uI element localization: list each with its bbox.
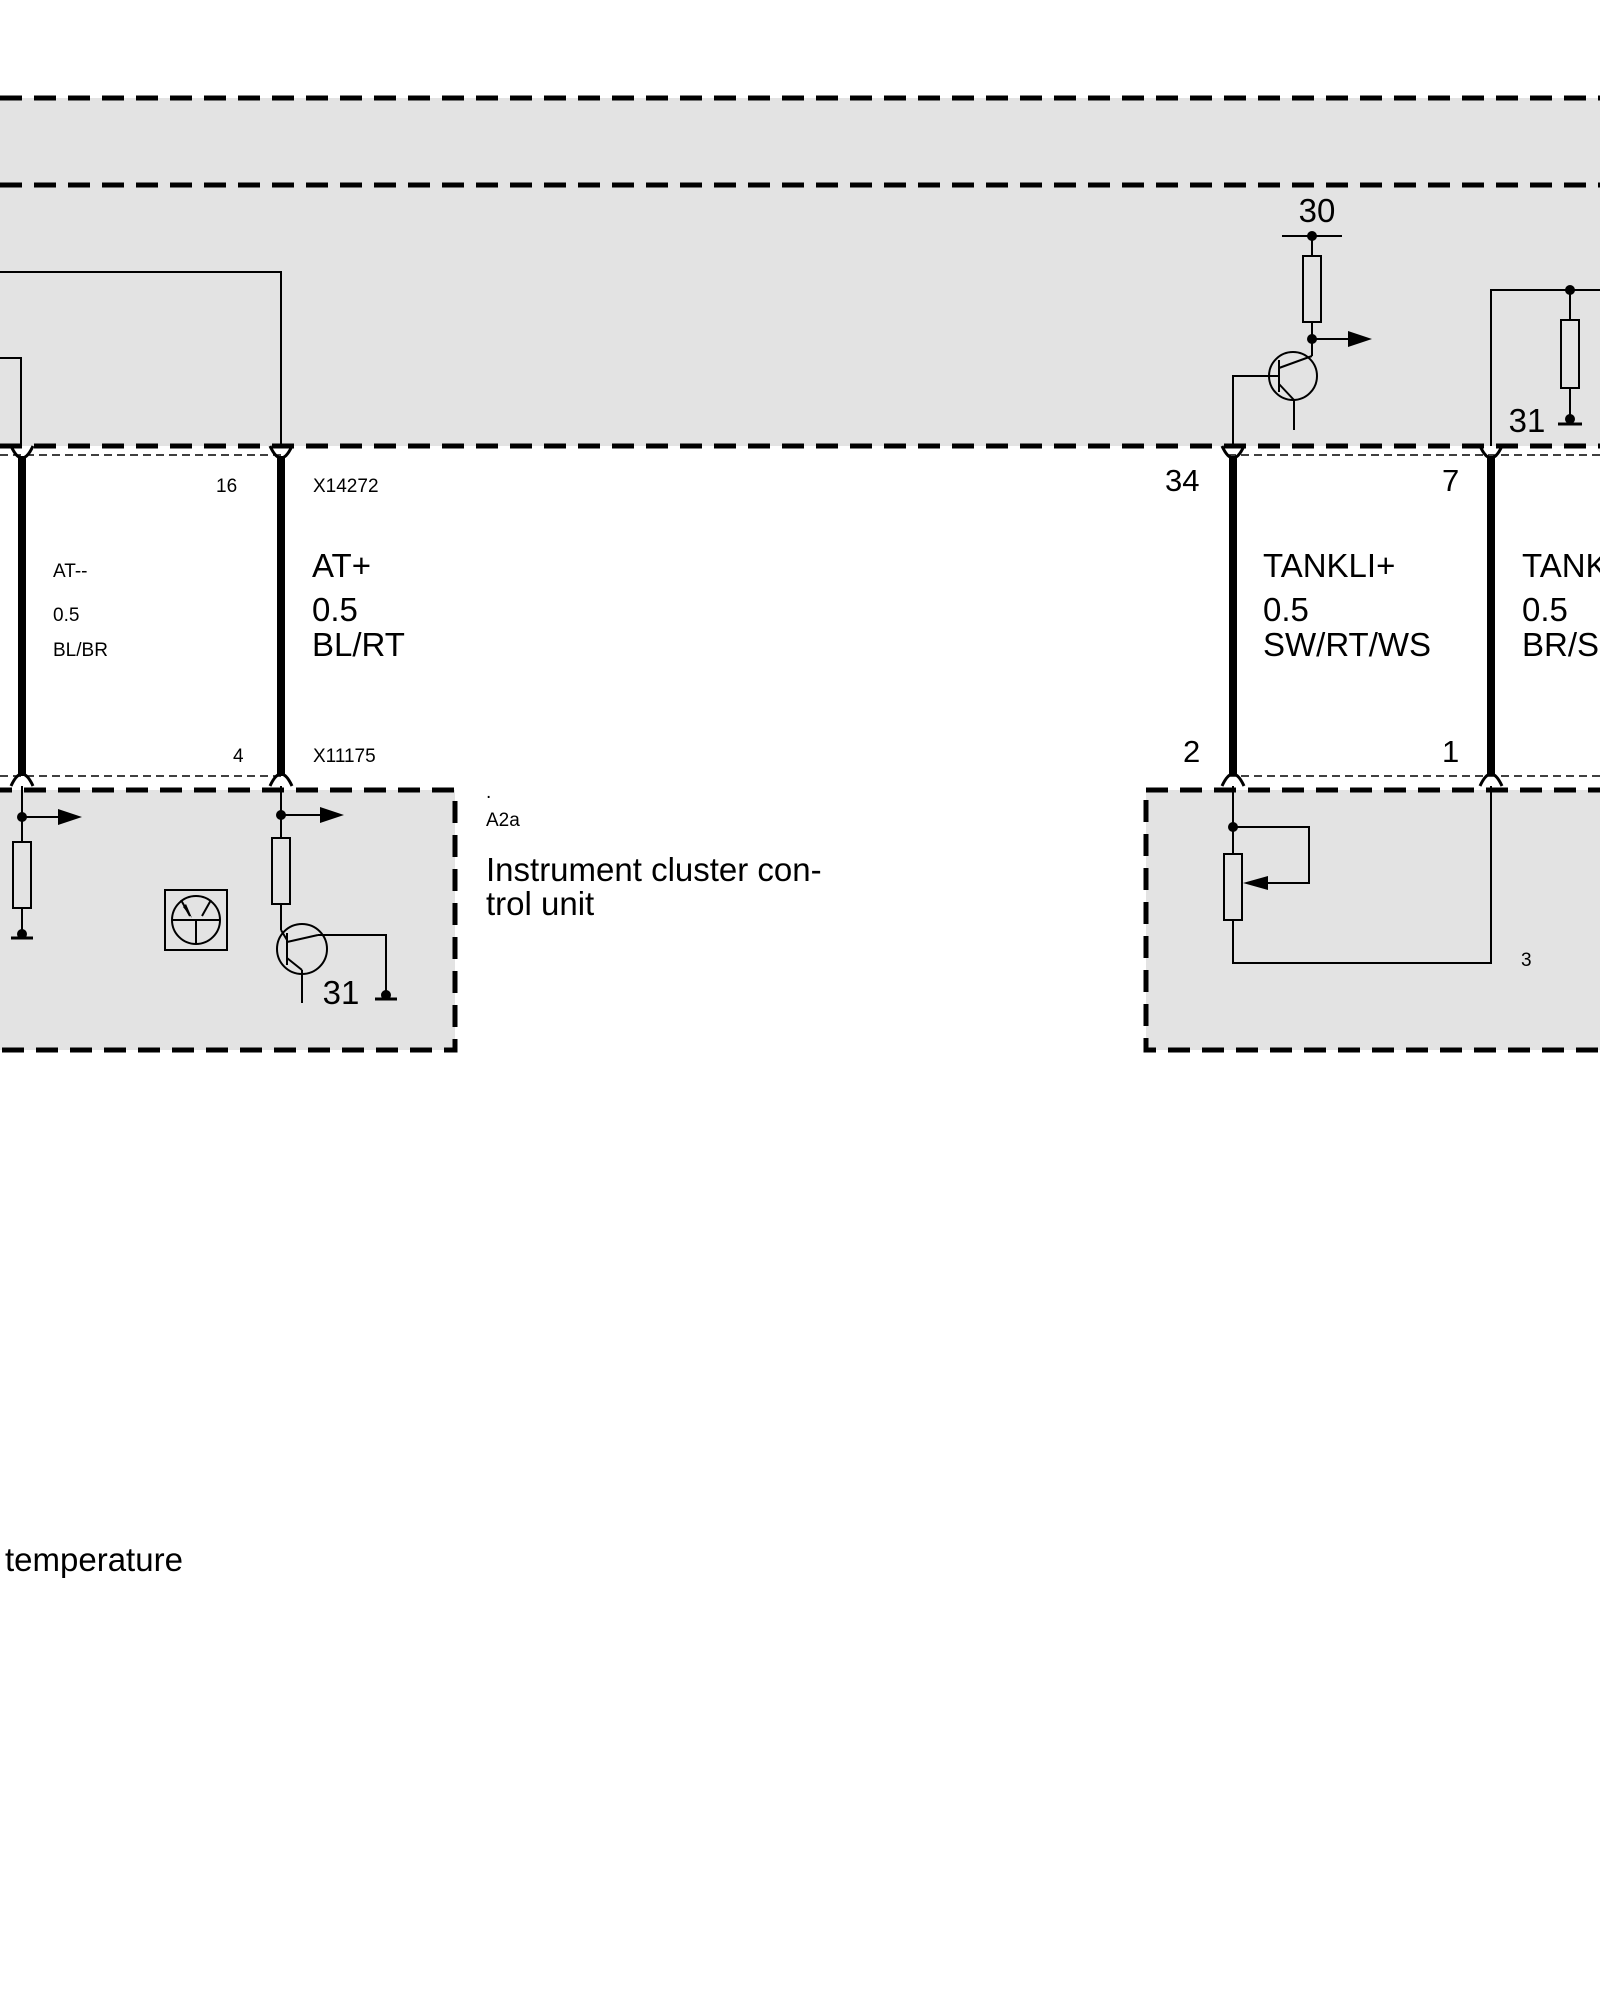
bottom-pin-label: 2 [1183,734,1200,769]
wire-signal-label: AT+ [312,547,371,584]
terminal-30-circuit [1232,235,1348,446]
arrow-icon [320,807,344,823]
ground-icon [1565,414,1575,424]
transistor-icon [276,923,328,1003]
bottom-pin-label: 1 [1442,734,1459,769]
wire-signal-label: TANKLI+ [1263,547,1395,584]
wire-cross-section-label: 0.5 [312,591,358,628]
wire-tankli-plus[interactable] [1220,445,1246,787]
wire-signal-label: AT-- [53,561,87,582]
top-pin-label: 16 [216,476,237,497]
wire-tank-right[interactable] [1478,445,1504,787]
module-dot: . [486,782,491,803]
wire-at-plus[interactable] [268,445,294,787]
ground-label-31: 31 [323,974,360,1011]
wire-cross-section-label: 0.5 [1263,591,1309,628]
top-pin-label: 7 [1442,463,1459,498]
wire-cross-section-label: 0.5 [53,605,79,626]
legend-text: temperature [5,1541,183,1578]
arrow-icon [1243,876,1268,890]
potentiometer-circuit [1223,786,1492,964]
pin-3-label: 3 [1521,950,1532,971]
wire-at-minus[interactable] [9,445,35,787]
arrow-icon [1348,331,1372,347]
wire-color-label: BL/RT [312,626,405,663]
arrow-icon [58,809,82,825]
module-name-line2: trol unit [486,885,594,922]
ground-icon [381,990,391,1000]
wire-color-label: SW/RT/WS [1263,626,1431,663]
module-id: A2a [486,810,520,831]
wire-signal-label: TANK [1522,547,1600,584]
instrument-cluster-module[interactable] [0,787,458,1053]
ground-icon [17,929,27,939]
wire-cross-section-label: 0.5 [1522,591,1568,628]
bottom-pin-label: 4 [233,746,244,767]
upper-internal-wiring-left [0,271,282,446]
connector-outlines [0,454,1600,777]
top-pin-label: 34 [1165,463,1199,498]
wire-color-label: BL/BR [53,640,108,661]
terminal-31-label: 31 [1509,402,1546,439]
top-connector-label: X14272 [313,476,379,497]
fuel-level-sensor-module[interactable] [1143,787,1600,1053]
bottom-connector-label: X11175 [313,746,376,767]
module-name-line1: Instrument cluster con- [486,851,822,888]
terminal-30-label: 30 [1299,192,1336,229]
wire-color-label: BR/S [1522,626,1599,663]
